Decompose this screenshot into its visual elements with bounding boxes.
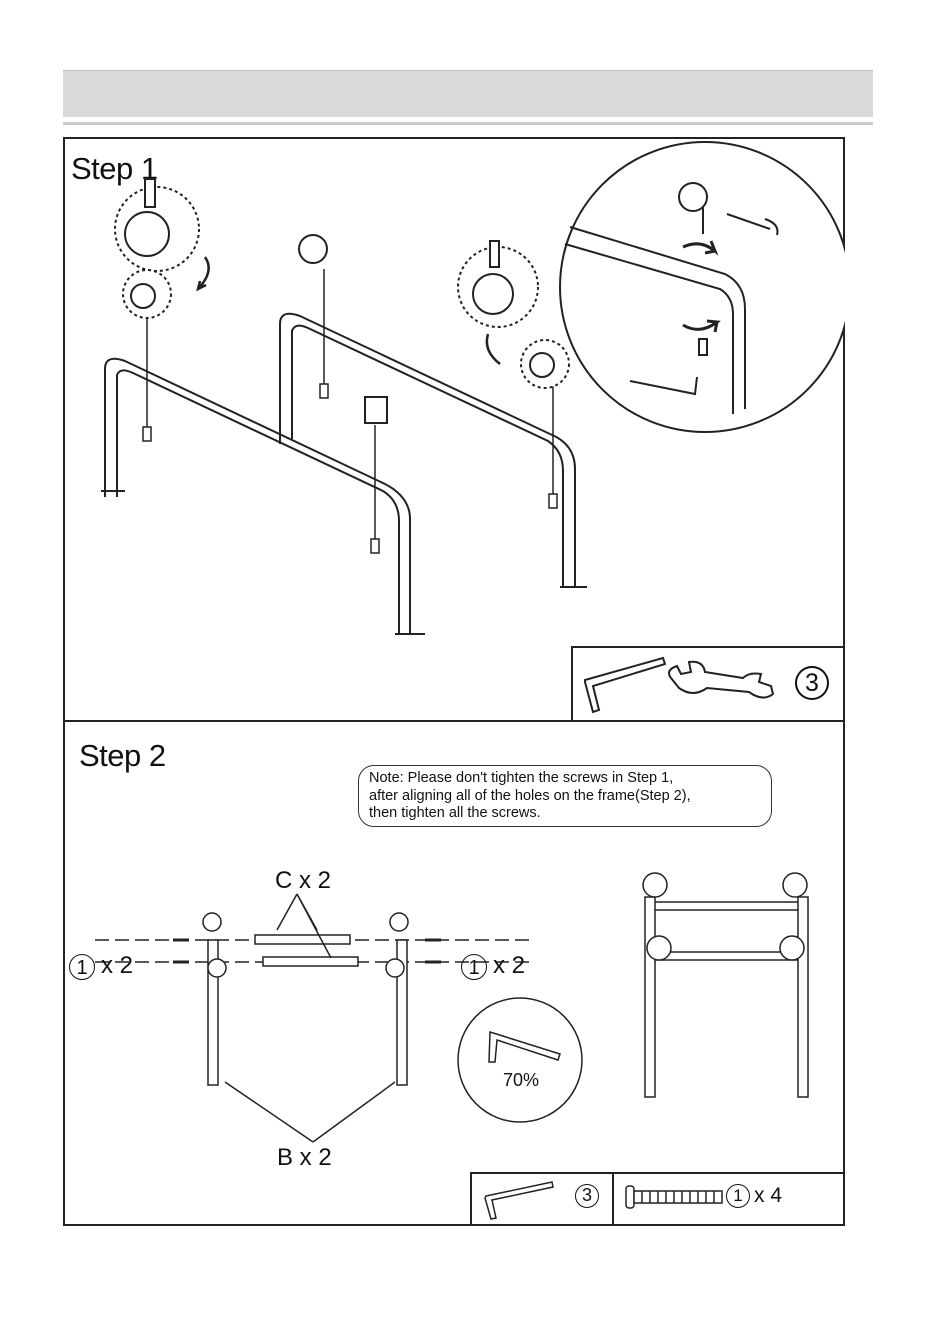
- crossbar-c-label: C x 2: [275, 867, 331, 895]
- step-2-tool-box: 3: [470, 1172, 614, 1224]
- tool-number-badge: 3: [795, 666, 829, 700]
- step-2-tool-number: 3: [575, 1184, 599, 1208]
- step-1-tools-box: 3: [571, 646, 843, 720]
- step-1-panel: Step 1: [63, 137, 845, 722]
- screw-number: 1: [726, 1184, 750, 1208]
- header-bar: [63, 70, 873, 117]
- left-screw-number: 1: [69, 954, 95, 980]
- right-screw-number: 1: [461, 954, 487, 980]
- step-1-illustration: [65, 139, 845, 722]
- screw-qty: x 4: [754, 1184, 782, 1207]
- left-screw-qty: x 2: [101, 952, 133, 979]
- step-2-illustration: [65, 722, 845, 1226]
- wrench-percent: 70%: [503, 1070, 539, 1091]
- right-screw-qty: x 2: [493, 952, 525, 979]
- header-rule: [63, 122, 873, 125]
- leg-b-label: B x 2: [277, 1144, 332, 1172]
- step-2-panel: Step 2 Note: Please don't tighten the sc…: [63, 720, 845, 1226]
